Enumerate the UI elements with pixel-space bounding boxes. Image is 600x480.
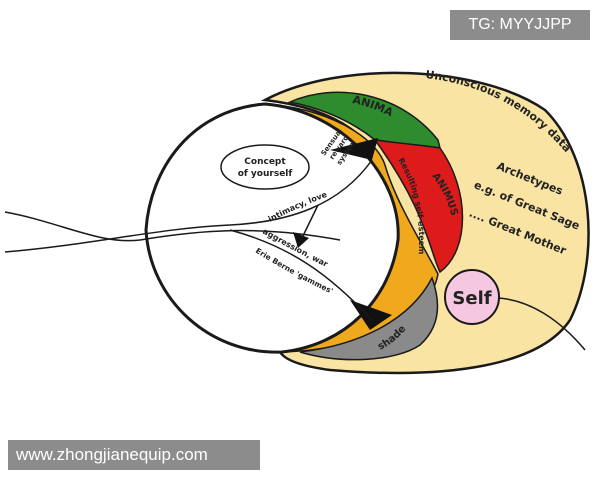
self-label: Self xyxy=(452,288,491,309)
tg-watermark: TG: MYYJJPP xyxy=(450,10,590,40)
arrow-head xyxy=(293,232,309,248)
concept-label-line1: Concept xyxy=(244,157,286,167)
concept-ellipse xyxy=(220,144,310,190)
conscious-region xyxy=(144,102,400,354)
upper-wedge xyxy=(330,138,378,160)
shade-region xyxy=(299,276,439,361)
arrow-shaft xyxy=(301,204,319,239)
left-curve-line xyxy=(4,211,341,242)
site-watermark: www.zhongjianequip.com xyxy=(8,440,260,470)
self-line xyxy=(497,297,586,351)
animus-region xyxy=(373,139,464,274)
lower-connector-line xyxy=(229,229,373,321)
self-circle xyxy=(444,269,500,325)
left-curve-line-2 xyxy=(4,159,373,253)
concept-label-line2: of yourself xyxy=(238,169,293,179)
